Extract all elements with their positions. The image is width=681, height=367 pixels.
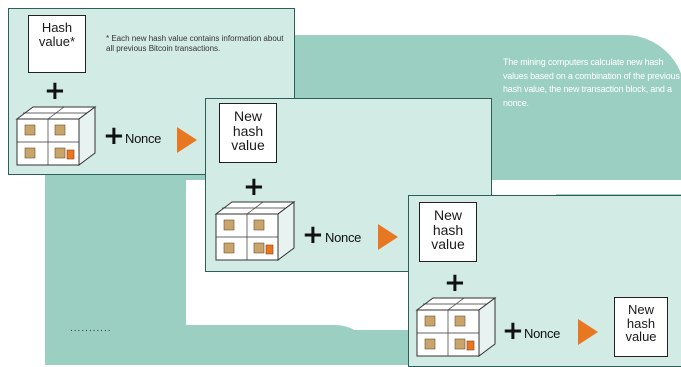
caption-text: The mining computers calculate new hash … <box>503 57 680 108</box>
transaction-block-cube-icon <box>15 106 97 166</box>
plus-symbol: + <box>444 268 466 298</box>
orange-arrow-right-icon <box>578 319 598 345</box>
nonce-label: Nonce <box>125 131 162 146</box>
transaction-block-cube-icon <box>415 297 497 357</box>
plus-symbol: + <box>502 316 524 346</box>
hash-box-line: New <box>233 108 262 124</box>
hash-box-line: New <box>627 302 654 317</box>
hash-box-line: hash <box>432 221 464 238</box>
orange-arrow-right-icon <box>177 127 197 153</box>
footnote-text: * Each new hash value contains informati… <box>106 34 284 53</box>
hash-box-line: value <box>431 236 465 253</box>
transaction-block-cube-icon <box>214 201 296 261</box>
hash-box-line: value* <box>38 33 76 49</box>
hash-box-line: hash <box>626 315 656 331</box>
nonce-label: Nonce <box>524 326 561 341</box>
hash-value-box: Hash value* <box>28 15 86 73</box>
hash-value-box: New hash value <box>419 202 477 262</box>
hash-value-box: New hash value <box>219 103 277 163</box>
plus-symbol: + <box>243 172 265 202</box>
plus-symbol: + <box>44 76 66 106</box>
background-white-strip <box>556 180 681 194</box>
hash-box-line: New <box>433 207 462 223</box>
plus-symbol: + <box>302 220 324 250</box>
hash-value-box: New hash value <box>614 297 668 357</box>
hash-box-line: Hash <box>41 20 73 35</box>
background-teal-bottom <box>45 325 375 365</box>
hash-box-line: value <box>625 329 657 345</box>
hash-box-line: value <box>231 137 265 154</box>
plus-symbol: + <box>103 121 125 151</box>
dotted-rule: ........... <box>70 323 112 334</box>
hash-box-line: hash <box>232 122 264 139</box>
nonce-label: Nonce <box>325 230 362 245</box>
orange-arrow-right-icon <box>378 224 398 250</box>
